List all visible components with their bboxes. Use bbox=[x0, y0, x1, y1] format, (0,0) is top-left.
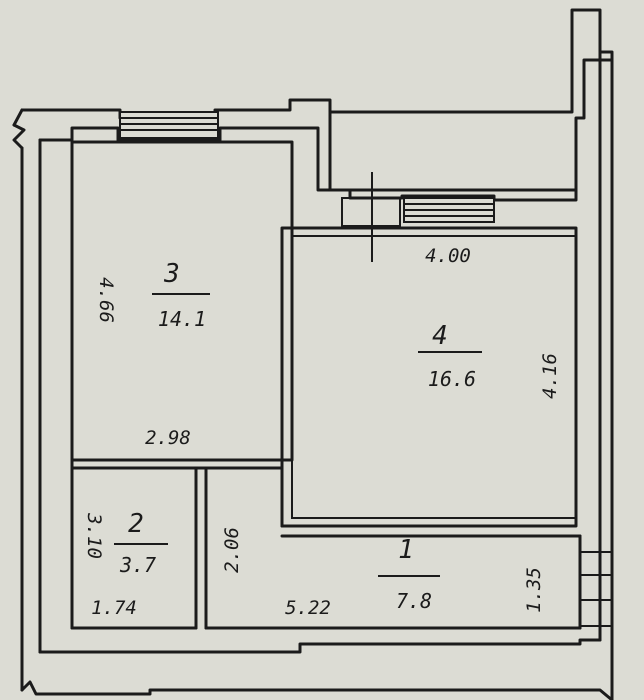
room-4-number: 4 bbox=[432, 321, 448, 351]
room-4-width-dim: 4.00 bbox=[425, 245, 471, 267]
entrance-door bbox=[580, 551, 612, 627]
room-3-number: 3 bbox=[163, 259, 180, 289]
room-4-height-dim: 4.16 bbox=[539, 353, 561, 399]
room-3-width-dim: 2.98 bbox=[145, 427, 191, 449]
room-1-width-dim: 1.35 bbox=[523, 567, 545, 613]
window-room-3 bbox=[119, 111, 219, 139]
room-3-height-dim: 4.66 bbox=[95, 277, 117, 323]
room-3-area: 14.1 bbox=[158, 307, 206, 331]
window-room-4 bbox=[403, 197, 495, 223]
room-1-number: 1 bbox=[398, 535, 414, 565]
room-2-number: 2 bbox=[128, 509, 144, 539]
room-1-area: 7.8 bbox=[396, 589, 432, 613]
exterior-walls bbox=[12, 8, 614, 700]
room-2-area: 3.7 bbox=[119, 553, 156, 577]
room-1-length-dim: 5.22 bbox=[285, 597, 331, 619]
break-mark bbox=[12, 108, 24, 127]
room-4-area: 16.6 bbox=[428, 367, 476, 391]
corridor-2-06-dim: 2.06 bbox=[221, 527, 243, 573]
balcony-door-frame bbox=[341, 172, 401, 262]
room-2-width-dim: 1.74 bbox=[91, 597, 137, 619]
room-2-height-dim: 3.10 bbox=[83, 512, 105, 559]
